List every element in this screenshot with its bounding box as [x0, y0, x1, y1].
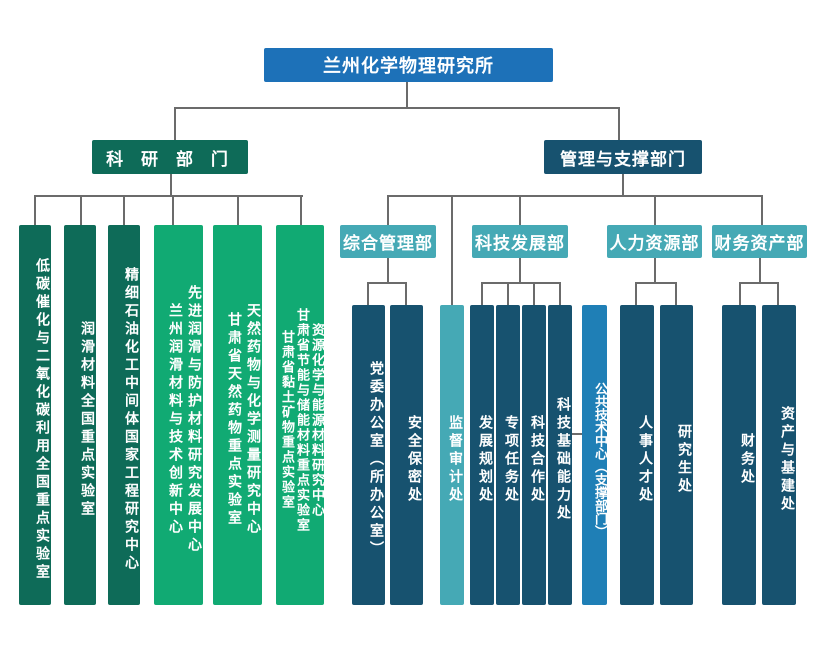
unit-label: 发展规划处	[477, 415, 493, 505]
unit-label: 甘肃省节能与储能材料重点实验室	[294, 307, 309, 533]
connector	[170, 174, 172, 196]
connector	[654, 195, 656, 225]
connector	[635, 282, 677, 284]
connector	[123, 195, 125, 225]
hr-dept: 人力资源部	[607, 225, 702, 258]
connector	[572, 433, 582, 435]
finance-office: 财务处	[722, 305, 756, 605]
infrastructure-capacity-office: 科技基础能力处	[548, 305, 572, 605]
connector	[300, 195, 302, 225]
connector	[759, 258, 761, 283]
unit-label: 监督审计处	[447, 415, 463, 505]
unit-label: 专项任务处	[503, 415, 519, 505]
unit-label: 低碳催化与二氧化碳利用全国重点实验室	[34, 258, 50, 582]
connector	[739, 282, 779, 284]
unit-label: 研究生处	[676, 424, 692, 496]
public-tech-center: 公共技术中心（支撑部门）	[582, 305, 607, 605]
connector	[559, 282, 561, 305]
unit-label: 兰州润滑材料与技术创新中心	[167, 303, 183, 537]
special-tasks-office: 专项任务处	[496, 305, 520, 605]
connector	[761, 195, 763, 225]
research-unit-1: 低碳催化与二氧化碳利用全国重点实验室	[19, 225, 51, 605]
general-management-dept: 综合管理部	[340, 225, 436, 258]
unit-label: 公共技术中心（支撑部门）	[592, 382, 607, 538]
unit-label: 科技合作处	[529, 415, 545, 505]
connector	[519, 195, 521, 225]
connector	[622, 174, 624, 196]
connector	[367, 282, 407, 284]
unit-label: 润滑材料全国重点实验室	[79, 321, 95, 519]
unit-label: 甘肃省天然药物重点实验室	[226, 312, 242, 528]
unit-label: 甘肃省黏土矿物重点实验室	[279, 330, 294, 510]
unit-label: 安全保密处	[406, 415, 422, 505]
connector	[675, 282, 677, 305]
tech-development-dept: 科技发展部	[472, 225, 568, 258]
unit-label: 资源化学与能源材料研究中心	[309, 322, 324, 518]
unit-label: 人事人才处	[637, 415, 653, 505]
unit-label: 精细石油化工中间体国家工程研究中心	[123, 267, 139, 573]
connector	[654, 258, 656, 283]
management-departments-header: 管理与支撑部门	[544, 140, 702, 174]
planning-office: 发展规划处	[470, 305, 494, 605]
connector	[481, 282, 561, 284]
finance-assets-dept: 财务资产部	[712, 225, 807, 258]
connector	[507, 282, 509, 305]
research-departments-header: 科 研 部 门	[92, 140, 248, 174]
connector	[739, 282, 741, 305]
connector	[405, 282, 407, 305]
personnel-office: 人事人才处	[620, 305, 654, 605]
unit-label: 先进润滑与防护材料研究发展中心	[186, 285, 202, 555]
connector	[172, 195, 174, 225]
research-unit-6: 资源化学与能源材料研究中心甘肃省节能与储能材料重点实验室甘肃省黏土矿物重点实验室	[276, 225, 324, 605]
connector	[387, 195, 389, 225]
connector	[777, 282, 779, 305]
connector	[481, 282, 483, 305]
connector	[451, 195, 453, 305]
graduate-office: 研究生处	[660, 305, 693, 605]
research-unit-4: 先进润滑与防护材料研究发展中心兰州润滑材料与技术创新中心	[154, 225, 203, 605]
cooperation-office: 科技合作处	[522, 305, 546, 605]
connector	[406, 82, 408, 109]
connector	[80, 195, 82, 225]
audit-office: 监督审计处	[440, 305, 464, 605]
connector	[237, 195, 239, 225]
unit-label: 党委办公室（所办公室）	[368, 361, 384, 559]
research-unit-3: 精细石油化工中间体国家工程研究中心	[108, 225, 140, 605]
unit-label: 科技基础能力处	[555, 397, 571, 523]
connector	[367, 282, 369, 305]
connector	[635, 282, 637, 305]
connector	[533, 282, 535, 305]
connector	[174, 107, 620, 109]
connector	[618, 107, 620, 140]
root-institute: 兰州化学物理研究所	[264, 48, 553, 82]
connector	[387, 258, 389, 283]
security-office: 安全保密处	[390, 305, 423, 605]
research-unit-2: 润滑材料全国重点实验室	[64, 225, 96, 605]
unit-label: 天然药物与化学测量研究中心	[245, 303, 261, 537]
research-unit-5: 天然药物与化学测量研究中心甘肃省天然药物重点实验室	[213, 225, 262, 605]
connector	[174, 107, 176, 140]
connector	[34, 195, 36, 225]
unit-label: 财务处	[739, 433, 755, 487]
party-office: 党委办公室（所办公室）	[352, 305, 385, 605]
assets-construction-office: 资产与基建处	[762, 305, 796, 605]
connector	[519, 258, 521, 283]
connector	[387, 195, 763, 197]
unit-label: 资产与基建处	[779, 406, 795, 514]
connector	[34, 195, 303, 197]
